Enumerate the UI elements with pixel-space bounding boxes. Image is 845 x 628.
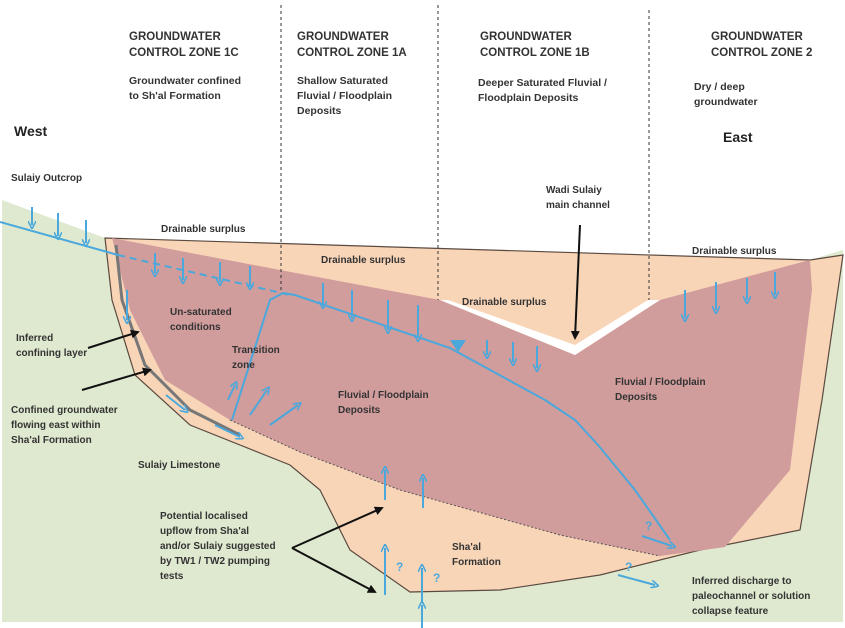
- label-drainable-surplus: Drainable surplus: [161, 224, 246, 235]
- label-inferred-confining: confining layer: [16, 348, 87, 359]
- label-discharge: paleochannel or solution: [692, 591, 810, 602]
- direction-west: West: [14, 123, 48, 139]
- pointer-arrows: [81, 224, 581, 593]
- label-inferred-confining: Inferred: [16, 333, 53, 344]
- zone-title: GROUNDWATER: [480, 31, 572, 43]
- label-shaal: Formation: [452, 557, 501, 568]
- label-fluvial: Deposits: [338, 405, 381, 416]
- zone-desc: Shallow Saturated: [297, 75, 388, 87]
- wadi-channel: [440, 300, 660, 355]
- zone-title: CONTROL ZONE 2: [711, 47, 812, 59]
- label-upflow: upflow from Sha'al: [160, 526, 249, 537]
- label-upflow: Potential localised: [160, 511, 248, 522]
- zone-title: GROUNDWATER: [129, 31, 221, 43]
- direction-east: East: [723, 129, 753, 145]
- label-sulaiy-limestone: Sulaiy Limestone: [138, 460, 221, 471]
- label-transition: zone: [232, 360, 255, 371]
- label-confined-groundwater: Confined groundwater: [11, 405, 118, 416]
- question-mark: ?: [396, 560, 403, 574]
- zone-dividers: [280, 5, 650, 300]
- zone-desc: groundwater: [694, 96, 758, 108]
- label-sulaiy-outcrop: Sulaiy Outcrop: [11, 173, 82, 184]
- zone-desc: Deeper Saturated Fluvial /: [478, 77, 607, 89]
- zone-desc: Deposits: [297, 105, 342, 117]
- zone-desc: Floodplain Deposits: [478, 92, 578, 104]
- water-table-symbol-icon: [450, 340, 466, 352]
- label-upflow: tests: [160, 571, 184, 582]
- label-confined-groundwater: Sha'al Formation: [11, 435, 92, 446]
- fluvial-floodplain-layer: [112, 238, 812, 556]
- zone-1a-header: GROUNDWATER CONTROL ZONE 1A Shallow Satu…: [297, 31, 407, 117]
- zone-desc: to Sh'al Formation: [129, 90, 221, 102]
- label-upflow: by TW1 / TW2 pumping: [160, 556, 270, 567]
- label-discharge: Inferred discharge to: [692, 576, 791, 587]
- inferred-confining-layer: [114, 244, 241, 437]
- label-confined-groundwater: flowing east within: [11, 420, 100, 431]
- label-unsaturated: Un-saturated: [170, 307, 232, 318]
- zone-1b-header: GROUNDWATER CONTROL ZONE 1B Deeper Satur…: [478, 31, 607, 104]
- zone-desc: Fluvial / Floodplain: [297, 90, 392, 102]
- zone-1c-header: GROUNDWATER CONTROL ZONE 1C Groundwater …: [129, 31, 241, 102]
- label-drainable-surplus: Drainable surplus: [462, 297, 547, 308]
- question-mark: ?: [433, 571, 440, 585]
- zone-title: CONTROL ZONE 1C: [129, 47, 239, 59]
- label-wadi: Wadi Sulaiy: [546, 185, 602, 196]
- label-drainable-surplus: Drainable surplus: [692, 246, 777, 257]
- zone-2-header: GROUNDWATER CONTROL ZONE 2 Dry / deep gr…: [694, 31, 812, 108]
- label-upflow: and/or Sulaiy suggested: [160, 541, 276, 552]
- recharge-arrows: [32, 207, 775, 368]
- zone-title: CONTROL ZONE 1B: [480, 47, 590, 59]
- zone-title: GROUNDWATER: [297, 31, 389, 43]
- fluvial-base-dotted: [229, 419, 661, 557]
- question-mark: ?: [645, 519, 652, 533]
- label-shaal: Sha'al: [452, 542, 481, 553]
- label-discharge: collapse feature: [692, 606, 769, 617]
- zone-title: GROUNDWATER: [711, 31, 803, 43]
- zone-desc: Dry / deep: [694, 81, 745, 93]
- label-transition: Transition: [232, 345, 280, 356]
- label-drainable-surplus: Drainable surplus: [321, 255, 406, 266]
- label-fluvial: Deposits: [615, 392, 658, 403]
- question-mark: ?: [625, 560, 632, 574]
- label-fluvial: Fluvial / Floodplain: [338, 390, 429, 401]
- zone-desc: Groundwater confined: [129, 75, 241, 87]
- label-unsaturated: conditions: [170, 322, 221, 333]
- label-wadi: main channel: [546, 200, 610, 211]
- flow-arrows: [127, 290, 672, 628]
- zone-title: CONTROL ZONE 1A: [297, 47, 407, 59]
- label-fluvial: Fluvial / Floodplain: [615, 377, 706, 388]
